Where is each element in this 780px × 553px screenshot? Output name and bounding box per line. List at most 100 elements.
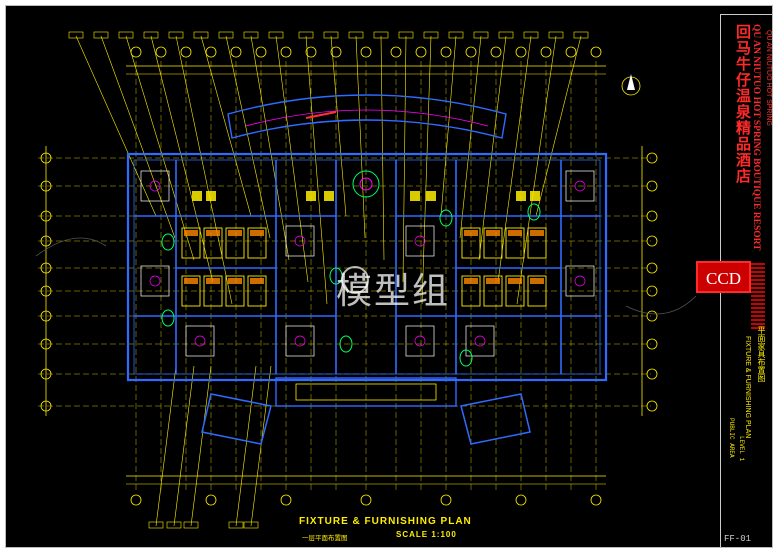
leader-line bbox=[225, 35, 271, 239]
grid-bubble-left bbox=[40, 152, 52, 164]
left-wing bbox=[201, 393, 272, 445]
canopy-inner-line bbox=[245, 109, 489, 127]
grid-bubble-top bbox=[205, 46, 217, 58]
bed-pillow bbox=[530, 230, 544, 236]
fixture-callout bbox=[161, 309, 175, 327]
grid-bubble-top bbox=[230, 46, 242, 58]
leader-tag bbox=[218, 31, 234, 39]
grid-bubble-left bbox=[40, 310, 52, 322]
leader-tag bbox=[168, 31, 184, 39]
leader-tag bbox=[398, 31, 414, 39]
furniture-layer bbox=[140, 170, 595, 367]
floor-plan-drawing bbox=[35, 31, 697, 529]
furniture-unit bbox=[465, 325, 495, 357]
plan-title: FIXTURE & FURNISHING PLAN bbox=[299, 516, 472, 527]
leader-line bbox=[250, 35, 290, 261]
furniture-unit bbox=[405, 225, 435, 257]
drawing-title-cn: 平面家具布置图 bbox=[757, 326, 766, 382]
leader-line bbox=[75, 35, 157, 217]
grid-bubble-right bbox=[646, 338, 658, 350]
leader-tag bbox=[348, 31, 364, 39]
bed-pillow bbox=[250, 278, 264, 284]
furniture-fixture bbox=[294, 335, 306, 347]
porch-steps bbox=[295, 383, 437, 401]
grid-bubble-bottom bbox=[440, 494, 452, 506]
treatment-bed bbox=[181, 275, 201, 307]
furniture-unit bbox=[285, 225, 315, 257]
leader-line bbox=[478, 35, 507, 261]
chair bbox=[516, 191, 526, 201]
leader-line bbox=[275, 35, 309, 283]
grid-bubble-top bbox=[305, 46, 317, 58]
leader-line bbox=[402, 35, 407, 283]
treatment-bed bbox=[527, 275, 547, 307]
grid-bubble-bottom bbox=[130, 494, 142, 506]
grid-bubbles bbox=[40, 46, 658, 506]
grid-bubble-right bbox=[646, 400, 658, 412]
grid-bubble-top bbox=[515, 46, 527, 58]
grid-bubble-top bbox=[440, 46, 452, 58]
grid-bubble-right bbox=[646, 152, 658, 164]
furniture-unit bbox=[285, 325, 315, 357]
leader-tag bbox=[448, 31, 464, 39]
furniture-fixture bbox=[149, 275, 161, 287]
grid-bubble-top bbox=[565, 46, 577, 58]
grid-bubble-top bbox=[490, 46, 502, 58]
treatment-bed bbox=[203, 227, 223, 259]
grid-bubble-bottom bbox=[360, 494, 372, 506]
ccd-logo: CCD bbox=[696, 261, 751, 293]
project-subtitle: QU AN NIUTUO HOT SPRING bbox=[765, 30, 772, 126]
leader-tag bbox=[93, 31, 109, 39]
furniture-unit bbox=[405, 325, 435, 357]
leader-line bbox=[200, 35, 252, 217]
leader-tag bbox=[473, 31, 489, 39]
grid-bubble-top bbox=[360, 46, 372, 58]
grid-bubble-right bbox=[646, 262, 658, 274]
leader-tag bbox=[243, 31, 259, 39]
leader-line-bottom bbox=[155, 365, 177, 527]
treatment-bed bbox=[181, 227, 201, 259]
grid-bubble-left bbox=[40, 400, 52, 412]
leader-lines bbox=[68, 31, 589, 529]
leader-tag bbox=[523, 31, 539, 39]
furniture-unit bbox=[185, 325, 215, 357]
furniture-unit bbox=[140, 170, 170, 202]
fixture-callout bbox=[527, 203, 541, 221]
bed-pillow bbox=[508, 278, 522, 284]
furniture-unit bbox=[140, 265, 170, 297]
building-outline bbox=[126, 152, 608, 382]
treatment-bed bbox=[505, 227, 525, 259]
chair bbox=[206, 191, 216, 201]
bed-pillow bbox=[464, 278, 478, 284]
leader-line bbox=[497, 35, 532, 283]
leader-tag-bottom bbox=[148, 521, 164, 529]
watermark-icon bbox=[341, 266, 369, 294]
grid-bubble-bottom bbox=[515, 494, 527, 506]
drawing-title-en: FIXTURE & FURNISHING PLAN bbox=[744, 336, 751, 439]
treatment-bed bbox=[225, 227, 245, 259]
chair bbox=[324, 191, 334, 201]
treatment-bed bbox=[225, 275, 245, 307]
leader-tag bbox=[548, 31, 564, 39]
grid-bubble-right bbox=[646, 180, 658, 192]
project-title-cn: 回马牛仔温泉精品酒店 bbox=[734, 24, 752, 184]
fountain-core bbox=[359, 177, 373, 191]
treatment-bed bbox=[461, 275, 481, 307]
furniture-fixture bbox=[149, 180, 161, 192]
bed-pillow bbox=[486, 230, 500, 236]
grid-bubble-right bbox=[646, 235, 658, 247]
interior-walls bbox=[134, 160, 600, 374]
bed-pillow bbox=[530, 278, 544, 284]
leader-line-bottom bbox=[250, 365, 272, 527]
bed-pillow bbox=[184, 230, 198, 236]
building-inner-outline bbox=[133, 159, 601, 375]
chair bbox=[530, 191, 540, 201]
leader-line bbox=[516, 35, 557, 305]
leader-tag-bottom bbox=[166, 521, 182, 529]
grid-bubble-left bbox=[40, 338, 52, 350]
grid-bubble-top bbox=[255, 46, 267, 58]
grid-bubble-left bbox=[40, 262, 52, 274]
bed-pillow bbox=[228, 230, 242, 236]
grid-bubble-left bbox=[40, 180, 52, 192]
sheet-number: FF-01 bbox=[724, 534, 752, 544]
